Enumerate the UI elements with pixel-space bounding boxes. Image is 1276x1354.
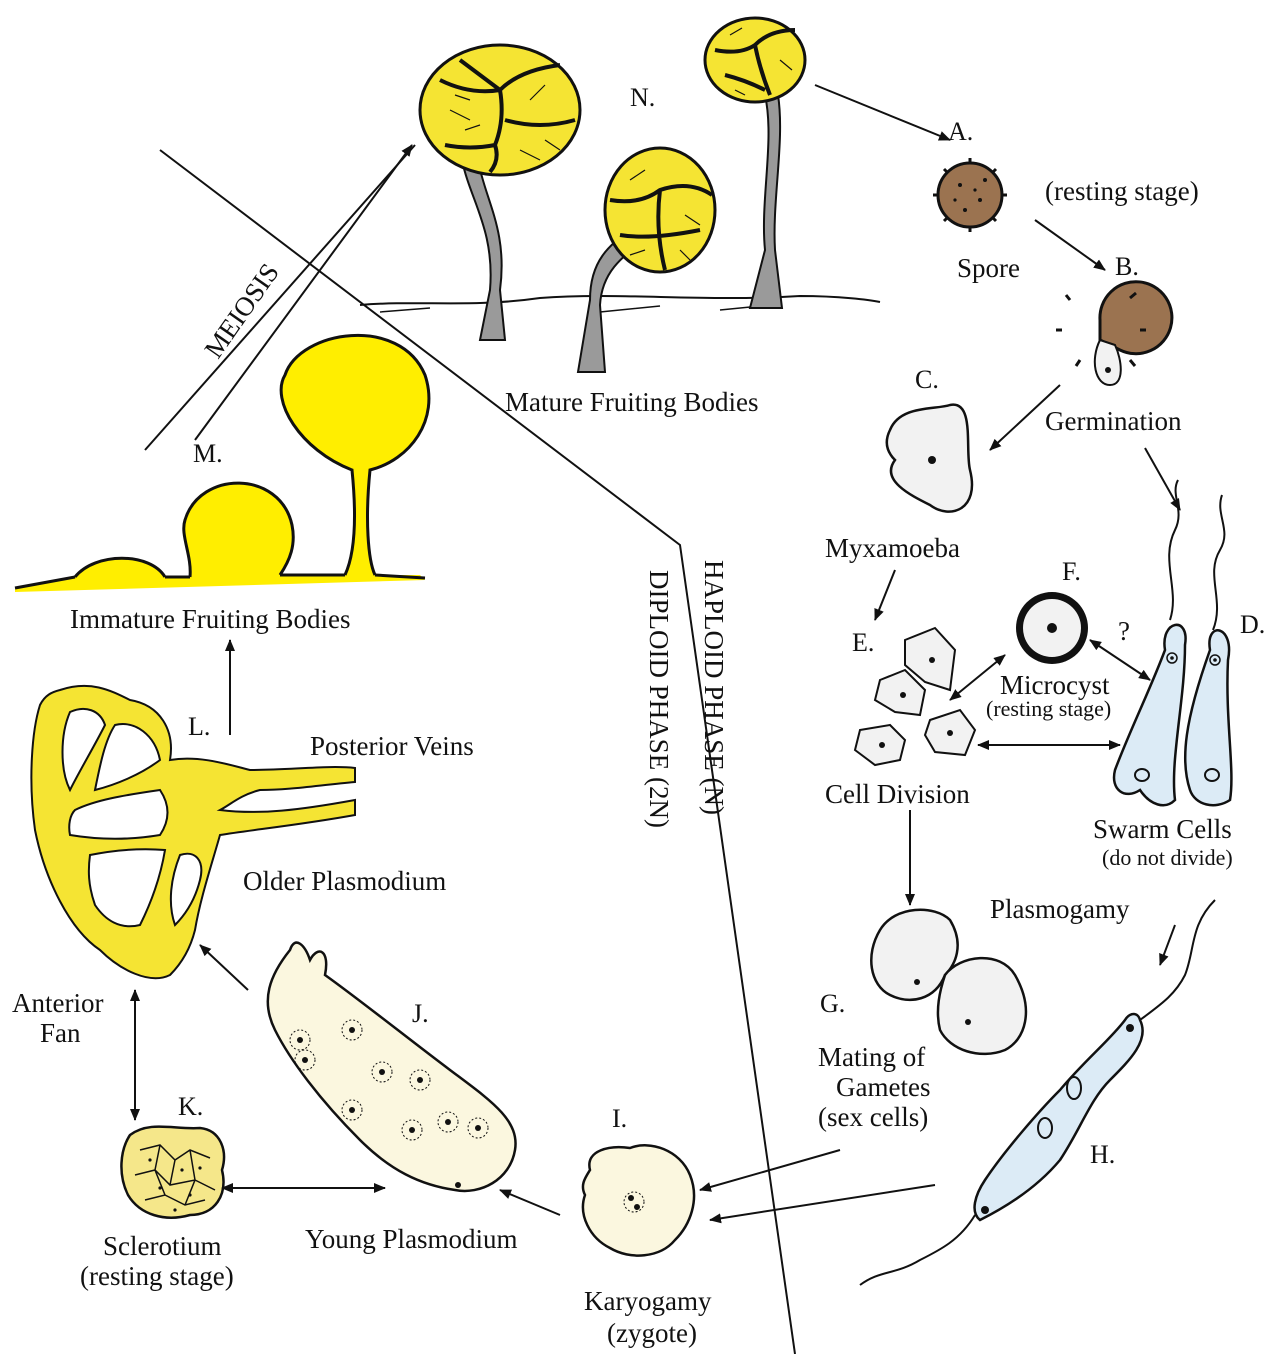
- mature-fruiting-bodies: [360, 18, 880, 372]
- meiosis-label: MEIOSIS: [198, 258, 285, 364]
- karyogamy-note: (zygote): [607, 1318, 697, 1348]
- germinating-spore: [1056, 282, 1172, 385]
- sclerotium-label: Sclerotium: [103, 1231, 221, 1261]
- stage-letter-g: G.: [820, 989, 845, 1018]
- stage-letter-k: K.: [178, 1092, 203, 1121]
- karyogamy-label: Karyogamy: [584, 1286, 712, 1316]
- stage-letter-i: I.: [612, 1104, 627, 1133]
- spore-label: Spore: [957, 253, 1020, 283]
- mating-label-line2: Gametes: [836, 1072, 930, 1102]
- mating-label-line3: (sex cells): [818, 1102, 928, 1132]
- question-mark: ?: [1118, 616, 1130, 646]
- stage-letter-l: L.: [188, 712, 210, 741]
- fruiting-body-head-middle: [605, 148, 715, 272]
- germination-label: Germination: [1045, 406, 1182, 436]
- stage-letter-a: A.: [948, 117, 973, 146]
- cell-division-label: Cell Division: [825, 779, 970, 809]
- fruiting-body-head-small: [705, 18, 805, 102]
- fruiting-body-head-large: [420, 45, 580, 175]
- microcyst-note: (resting stage): [986, 696, 1111, 721]
- stage-letter-h: H.: [1090, 1140, 1115, 1169]
- stage-letter-e: E.: [852, 628, 874, 657]
- microcyst: [1016, 592, 1088, 664]
- sclerotium-note: (resting stage): [80, 1261, 234, 1291]
- immature-fruiting-bodies-label: Immature Fruiting Bodies: [70, 604, 350, 634]
- anterior-fan-label-line2: Fan: [40, 1018, 81, 1048]
- stage-letter-d: D.: [1240, 610, 1265, 639]
- stage-letter-b: B.: [1115, 252, 1139, 281]
- plasmogamy-label: Plasmogamy: [990, 894, 1130, 924]
- young-plasmodium-label: Young Plasmodium: [305, 1224, 518, 1254]
- sclerotium: [121, 1127, 224, 1218]
- swarm-cells-label: Swarm Cells: [1093, 814, 1232, 844]
- anterior-fan-label-line1: Anterior: [12, 988, 103, 1018]
- stage-letter-f: F.: [1062, 557, 1081, 586]
- mature-fruiting-bodies-label: Mature Fruiting Bodies: [505, 387, 758, 417]
- stage-letter-m: M.: [193, 439, 223, 468]
- swarm-cells: [1114, 480, 1231, 805]
- older-plasmodium-label: Older Plasmodium: [243, 866, 446, 896]
- spore-note: (resting stage): [1045, 176, 1199, 206]
- stage-letter-n: N.: [630, 83, 655, 112]
- haploid-phase-label: HAPLOID PHASE (N): [699, 560, 729, 815]
- zygote: [583, 1145, 694, 1255]
- myxamoeba-label: Myxamoeba: [825, 533, 960, 563]
- stage-letter-c: C.: [915, 365, 939, 394]
- young-plasmodium: [268, 943, 516, 1191]
- mating-gametes: [871, 910, 1026, 1054]
- spore: [933, 158, 1007, 232]
- diploid-phase-label: DIPLOID PHASE (2N): [644, 570, 674, 828]
- myxamoeba: [887, 405, 972, 512]
- posterior-veins-label: Posterior Veins: [310, 731, 474, 761]
- swarm-cells-note: (do not divide): [1102, 845, 1233, 870]
- mating-label-line1: Mating of: [818, 1042, 925, 1072]
- stage-letter-j: J.: [412, 999, 429, 1028]
